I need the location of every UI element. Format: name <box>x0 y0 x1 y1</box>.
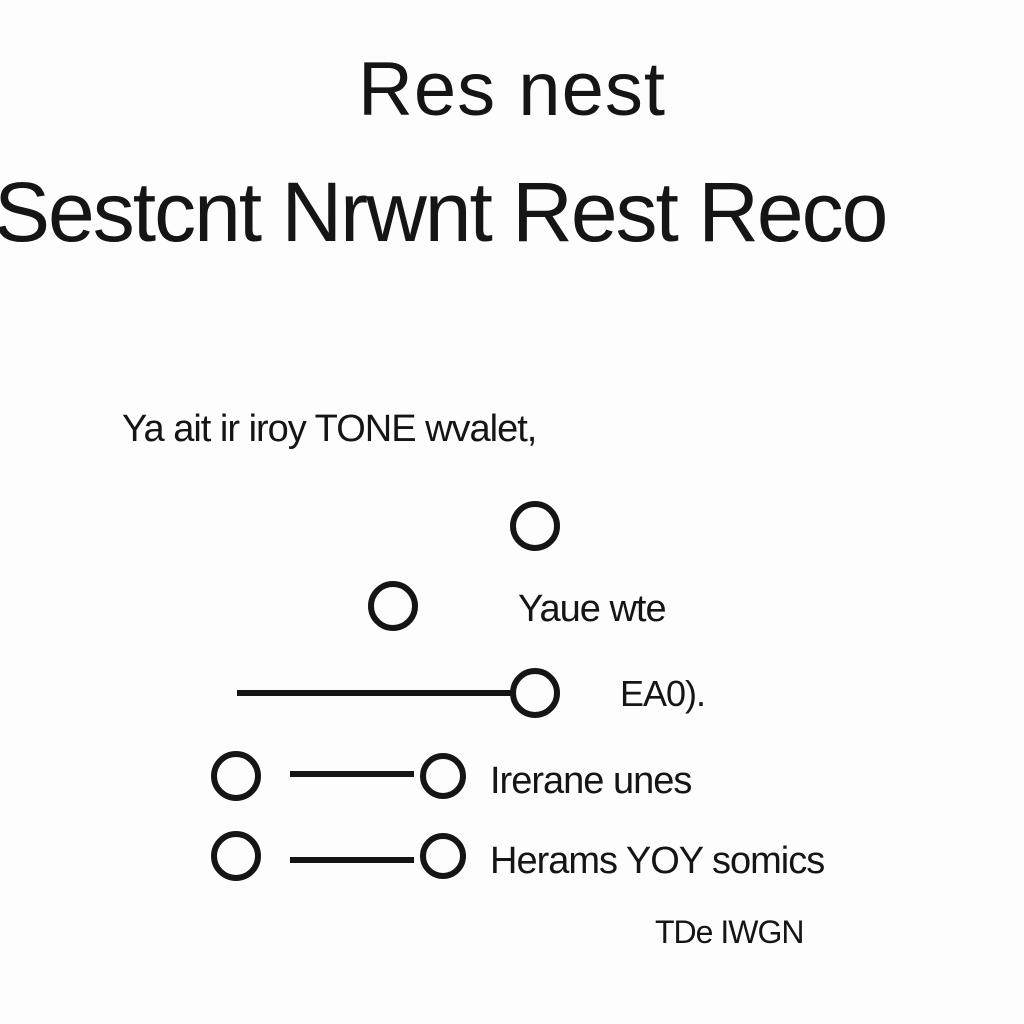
node-row4-left <box>211 751 261 801</box>
node-row5-left <box>211 831 261 881</box>
node-row3 <box>510 668 560 718</box>
label-row5: Herams YOY somics <box>490 840 825 882</box>
title-line-1: Res nest <box>358 47 666 132</box>
title-line-2: Sestcnt Nrwnt Rest Reco <box>0 165 888 259</box>
node-row2 <box>368 581 418 631</box>
label-row4: Irerane unes <box>490 760 692 802</box>
node-row5-right <box>420 833 466 879</box>
node-row4-right <box>420 753 466 799</box>
label-footer: TDe IWGN <box>655 914 804 950</box>
label-row3: EA0). <box>620 673 706 714</box>
label-row2: Yaue wte <box>518 588 667 630</box>
node-row1 <box>510 501 560 551</box>
diagram-caption: Ya ait ir iroy TONE wvalet, <box>122 408 537 450</box>
